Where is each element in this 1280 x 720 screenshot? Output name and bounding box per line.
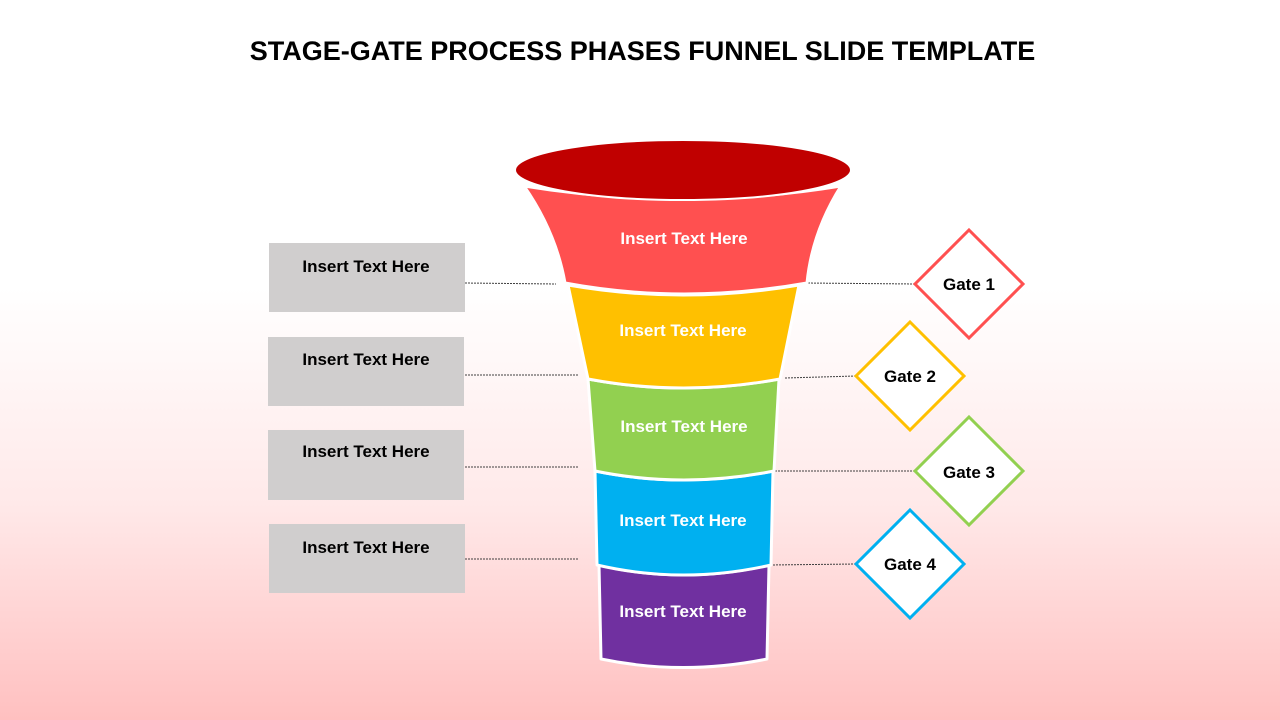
text-box-4-label: Insert Text Here <box>302 538 429 557</box>
funnel-stage-4-label: Insert Text Here <box>619 511 746 530</box>
gate-1[interactable]: Gate 1 <box>912 227 1026 341</box>
funnel-stage-1-label: Insert Text Here <box>620 229 747 248</box>
funnel-stage-3-label: Insert Text Here <box>620 417 747 436</box>
text-box-1-bg <box>269 243 465 312</box>
gate-2-diamond <box>853 319 967 433</box>
text-box-2-bg <box>268 337 464 406</box>
connector-right-1 <box>804 282 916 285</box>
gate-4[interactable]: Gate 4 <box>853 507 967 621</box>
funnel-stage-2-label: Insert Text Here <box>619 321 746 340</box>
gate-1-label: Gate 1 <box>943 275 995 294</box>
text-box-3-bg <box>268 430 464 500</box>
text-box-3-label: Insert Text Here <box>302 442 429 461</box>
text-box-3[interactable]: Insert Text Here <box>268 430 464 500</box>
text-box-2[interactable]: Insert Text Here <box>268 337 464 406</box>
gate-1-diamond <box>912 227 1026 341</box>
funnel-rim <box>514 139 852 201</box>
text-box-1-label: Insert Text Here <box>302 257 429 276</box>
gate-4-label: Gate 4 <box>884 555 937 574</box>
connector-right-2 <box>784 375 857 379</box>
gate-4-diamond <box>853 507 967 621</box>
text-box-4-bg <box>269 524 465 593</box>
gate-2[interactable]: Gate 2 <box>853 319 967 433</box>
connector-left-1 <box>464 282 557 285</box>
gate-3-diamond <box>912 414 1026 528</box>
slide-title: STAGE-GATE PROCESS PHASES FUNNEL SLIDE T… <box>249 36 1036 66</box>
gate-3-label: Gate 3 <box>943 463 995 482</box>
text-box-1[interactable]: Insert Text Here <box>269 243 465 312</box>
text-box-2-label: Insert Text Here <box>302 350 429 369</box>
text-box-4[interactable]: Insert Text Here <box>269 524 465 593</box>
gate-2-label: Gate 2 <box>884 367 936 386</box>
gate-3[interactable]: Gate 3 <box>912 414 1026 528</box>
connector-right-4 <box>769 563 857 566</box>
funnel-stage-5-label: Insert Text Here <box>619 602 746 621</box>
